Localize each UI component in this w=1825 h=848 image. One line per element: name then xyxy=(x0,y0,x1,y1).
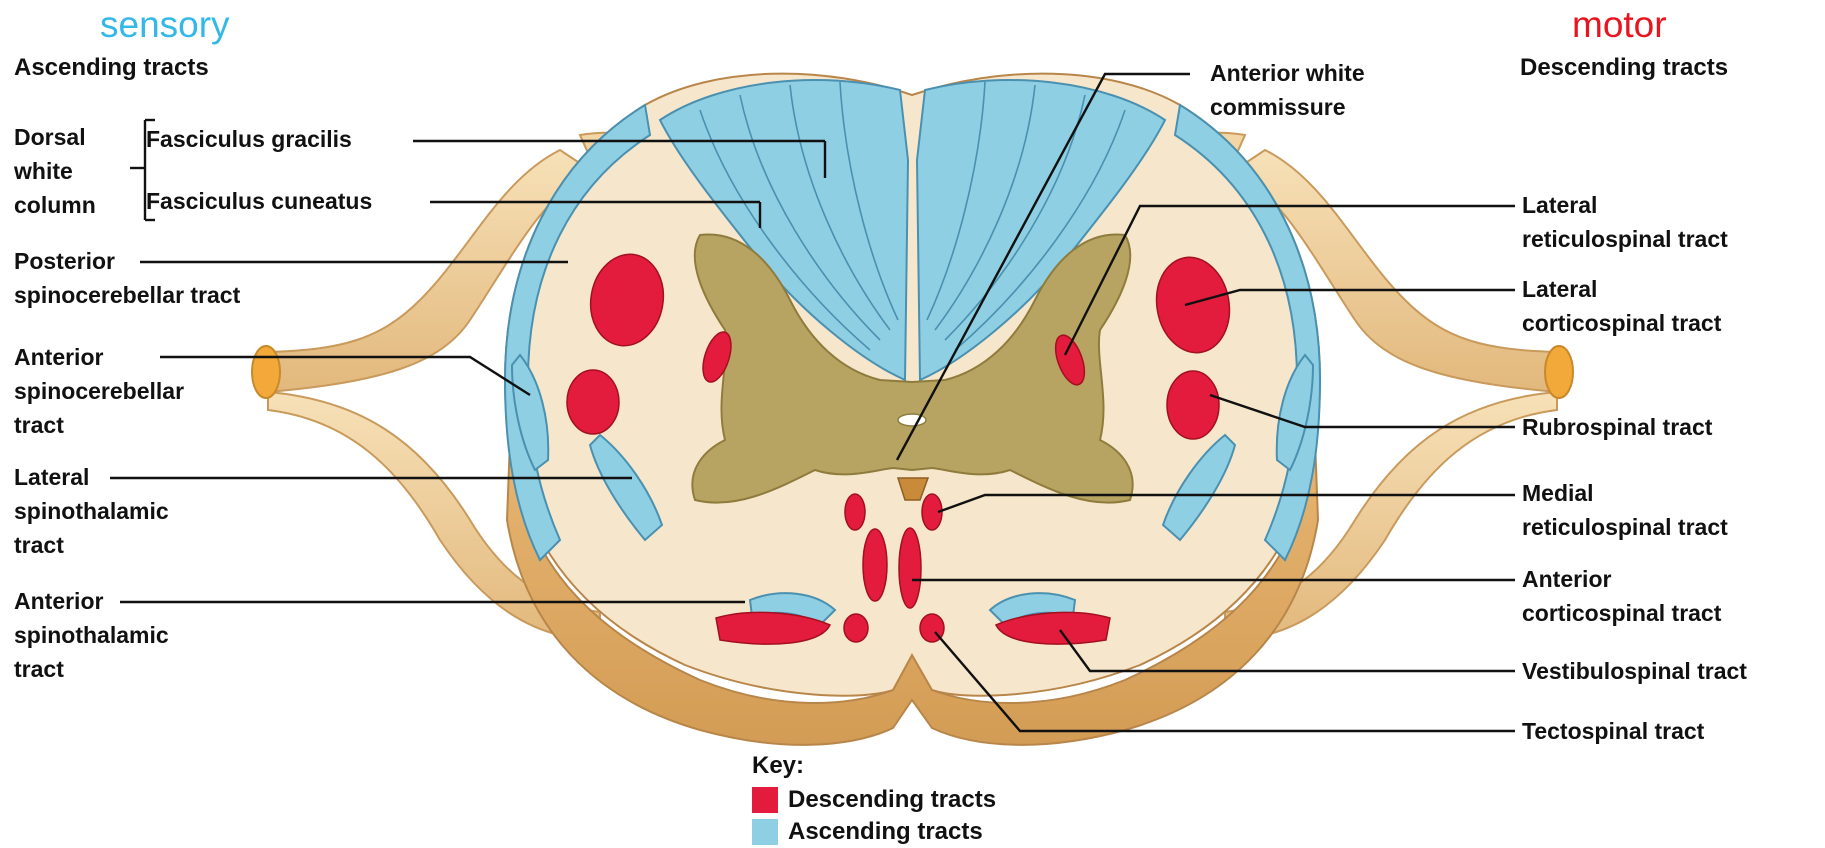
descending-tracts-heading: Descending tracts xyxy=(1520,56,1728,80)
label-line: Rubrospinal tract xyxy=(1522,410,1712,444)
label-line: Vestibulospinal tract xyxy=(1522,654,1747,688)
label-line: spinothalamic xyxy=(14,618,169,652)
label-line: Tectospinal tract xyxy=(1522,714,1704,748)
label-rubrospinal: Rubrospinal tract xyxy=(1522,410,1712,444)
label-dorsal-white-column: Dorsal white column xyxy=(14,120,96,222)
label-lateral-reticulospinal: Lateral reticulospinal tract xyxy=(1522,188,1728,256)
label-anterior-spinocerebellar: Anterior spinocerebellar tract xyxy=(14,340,184,442)
label-line: spinothalamic xyxy=(14,494,169,528)
descending-swatch xyxy=(752,787,778,813)
label-fasciculus-cuneatus: Fasciculus cuneatus xyxy=(146,184,372,218)
label-line: tract xyxy=(14,408,184,442)
label-medial-reticulospinal: Medial reticulospinal tract xyxy=(1522,476,1728,544)
label-line: tract xyxy=(14,652,169,686)
label-line: Lateral xyxy=(14,460,169,494)
label-line: Lateral xyxy=(1522,188,1728,222)
label-line: tract xyxy=(14,528,169,562)
ascending-swatch xyxy=(752,819,778,845)
label-line: commissure xyxy=(1210,90,1365,124)
label-vestibulospinal: Vestibulospinal tract xyxy=(1522,654,1747,688)
key-descending-label: Descending tracts xyxy=(788,786,996,814)
motor-label: motor xyxy=(1572,6,1667,43)
label-line: reticulospinal tract xyxy=(1522,510,1728,544)
label-lateral-spinothalamic: Lateral spinothalamic tract xyxy=(14,460,169,562)
label-anterior-spinothalamic: Anterior spinothalamic tract xyxy=(14,584,169,686)
label-line: reticulospinal tract xyxy=(1522,222,1728,256)
key-descending: Descending tracts xyxy=(752,786,996,814)
label-anterior-corticospinal: Anterior corticospinal tract xyxy=(1522,562,1721,630)
label-line: column xyxy=(14,188,96,222)
label-anterior-white-commissure: Anterior white commissure xyxy=(1210,56,1365,124)
label-lateral-corticospinal: Lateral corticospinal tract xyxy=(1522,272,1721,340)
label-line: spinocerebellar tract xyxy=(14,278,240,312)
label-tectospinal: Tectospinal tract xyxy=(1522,714,1704,748)
label-line: spinocerebellar xyxy=(14,374,184,408)
label-line: corticospinal tract xyxy=(1522,306,1721,340)
label-line: corticospinal tract xyxy=(1522,596,1721,630)
label-line: Anterior white xyxy=(1210,56,1365,90)
label-fasciculus-gracilis: Fasciculus gracilis xyxy=(146,122,352,156)
label-line: Anterior xyxy=(1522,562,1721,596)
key-ascending-label: Ascending tracts xyxy=(788,818,983,846)
label-posterior-spinocerebellar: Posterior spinocerebellar tract xyxy=(14,244,240,312)
label-line: Medial xyxy=(1522,476,1728,510)
label-line: Lateral xyxy=(1522,272,1721,306)
label-line: Fasciculus gracilis xyxy=(146,122,352,156)
ascending-tracts-heading: Ascending tracts xyxy=(14,56,209,80)
label-line: Fasciculus cuneatus xyxy=(146,184,372,218)
label-line: Anterior xyxy=(14,340,184,374)
label-line: Anterior xyxy=(14,584,169,618)
label-line: Posterior xyxy=(14,244,240,278)
label-line: Dorsal xyxy=(14,120,96,154)
key-ascending: Ascending tracts xyxy=(752,818,983,846)
label-line: white xyxy=(14,154,96,188)
sensory-label: sensory xyxy=(100,6,230,43)
key-title: Key: xyxy=(752,752,804,780)
